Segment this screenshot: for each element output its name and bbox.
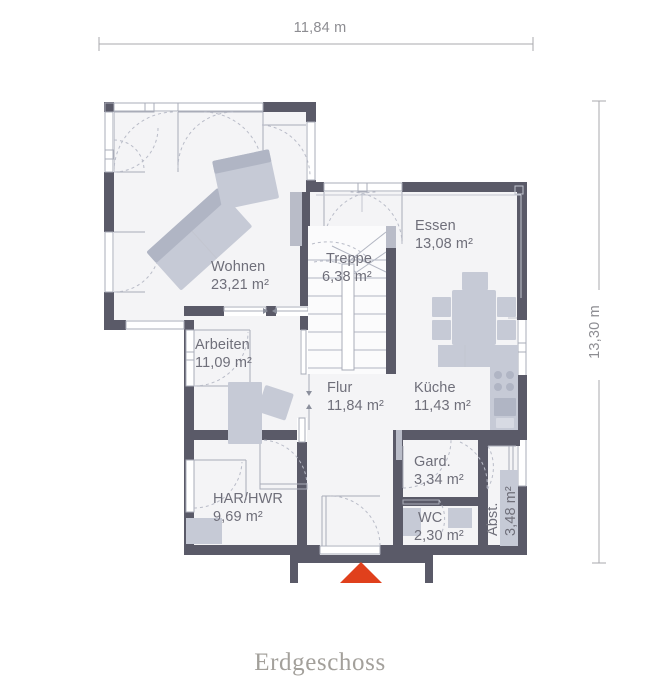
room-label-flur: Flur 11,84 m² <box>327 380 384 414</box>
room-area-wohnen: 23,21 m² <box>211 277 269 293</box>
room-name-treppe: Treppe <box>326 251 372 267</box>
room-area-har: 9,69 m² <box>213 509 263 525</box>
room-label-essen: Essen 13,08 m² <box>415 218 473 252</box>
window-living-south <box>125 320 185 330</box>
room-area-flur: 11,84 m² <box>327 398 384 414</box>
room-area-gard: 3,34 m² <box>414 472 464 488</box>
room-name-essen: Essen <box>415 218 456 234</box>
room-label-abst: Abst. 3,48 m² <box>485 486 519 536</box>
furniture-storage <box>500 470 518 546</box>
furniture-utility <box>186 518 222 544</box>
entrance-porch <box>290 555 433 583</box>
furniture-living-room <box>147 149 279 290</box>
room-area-essen: 13,08 m² <box>415 236 473 252</box>
door-utility <box>259 439 308 490</box>
room-area-abst: 3,48 m² <box>503 486 519 536</box>
room-area-treppe: 6,38 m² <box>322 269 372 285</box>
dimension-top: 11,84 m <box>98 16 534 51</box>
room-area-arbeiten: 11,09 m² <box>195 355 252 371</box>
room-label-wc: WC 2,30 m² <box>414 510 464 544</box>
room-area-kueche: 11,43 m² <box>414 398 471 414</box>
room-name-kueche: Küche <box>414 380 456 396</box>
wall-nib-kitchen <box>517 298 527 401</box>
half-height-walls <box>290 192 402 460</box>
furniture-wc <box>403 508 472 536</box>
room-area-wc: 2,30 m² <box>414 528 464 544</box>
room-label-arbeiten: Arbeiten 11,09 m² <box>195 337 252 371</box>
window-living-west <box>104 111 159 173</box>
room-name-abst: Abst. <box>485 502 501 536</box>
door-office <box>185 329 251 387</box>
door-entrance <box>319 495 381 555</box>
opening-living-office <box>223 306 309 316</box>
window-dining-north <box>323 182 403 245</box>
entrance-arrow-icon <box>340 562 382 583</box>
door-wc <box>402 499 446 535</box>
furniture-kitchen-dining <box>432 272 518 430</box>
door-wardrobe <box>402 439 452 489</box>
staircase <box>308 226 387 374</box>
window-living-east <box>261 121 316 181</box>
window-living-southwest <box>104 231 161 293</box>
room-name-har: HAR/HWR <box>213 491 283 507</box>
furniture-office <box>228 382 294 444</box>
room-name-flur: Flur <box>327 380 352 396</box>
door-utility-west <box>185 459 247 513</box>
room-label-gard: Gard. 3,34 m² <box>414 454 464 488</box>
dimension-right: 13,30 m <box>587 100 609 564</box>
room-label-har: HAR/HWR 9,69 m² <box>213 491 283 525</box>
room-label-treppe: Treppe 6,38 m² <box>322 251 372 285</box>
dimension-height-label: 13,30 m <box>587 305 603 359</box>
room-label-kueche: Küche 11,43 m² <box>414 380 471 414</box>
room-name-gard: Gard. <box>414 454 451 470</box>
room-name-wc: WC <box>418 510 442 526</box>
room-name-wohnen: Wohnen <box>211 259 265 275</box>
floor-title: Erdgeschoss <box>254 649 386 676</box>
dimension-width-label: 11,84 m <box>294 20 347 36</box>
door-storage <box>459 441 516 491</box>
room-name-arbeiten: Arbeiten <box>195 337 250 353</box>
room-label-wohnen: Wohnen 23,21 m² <box>211 259 269 293</box>
